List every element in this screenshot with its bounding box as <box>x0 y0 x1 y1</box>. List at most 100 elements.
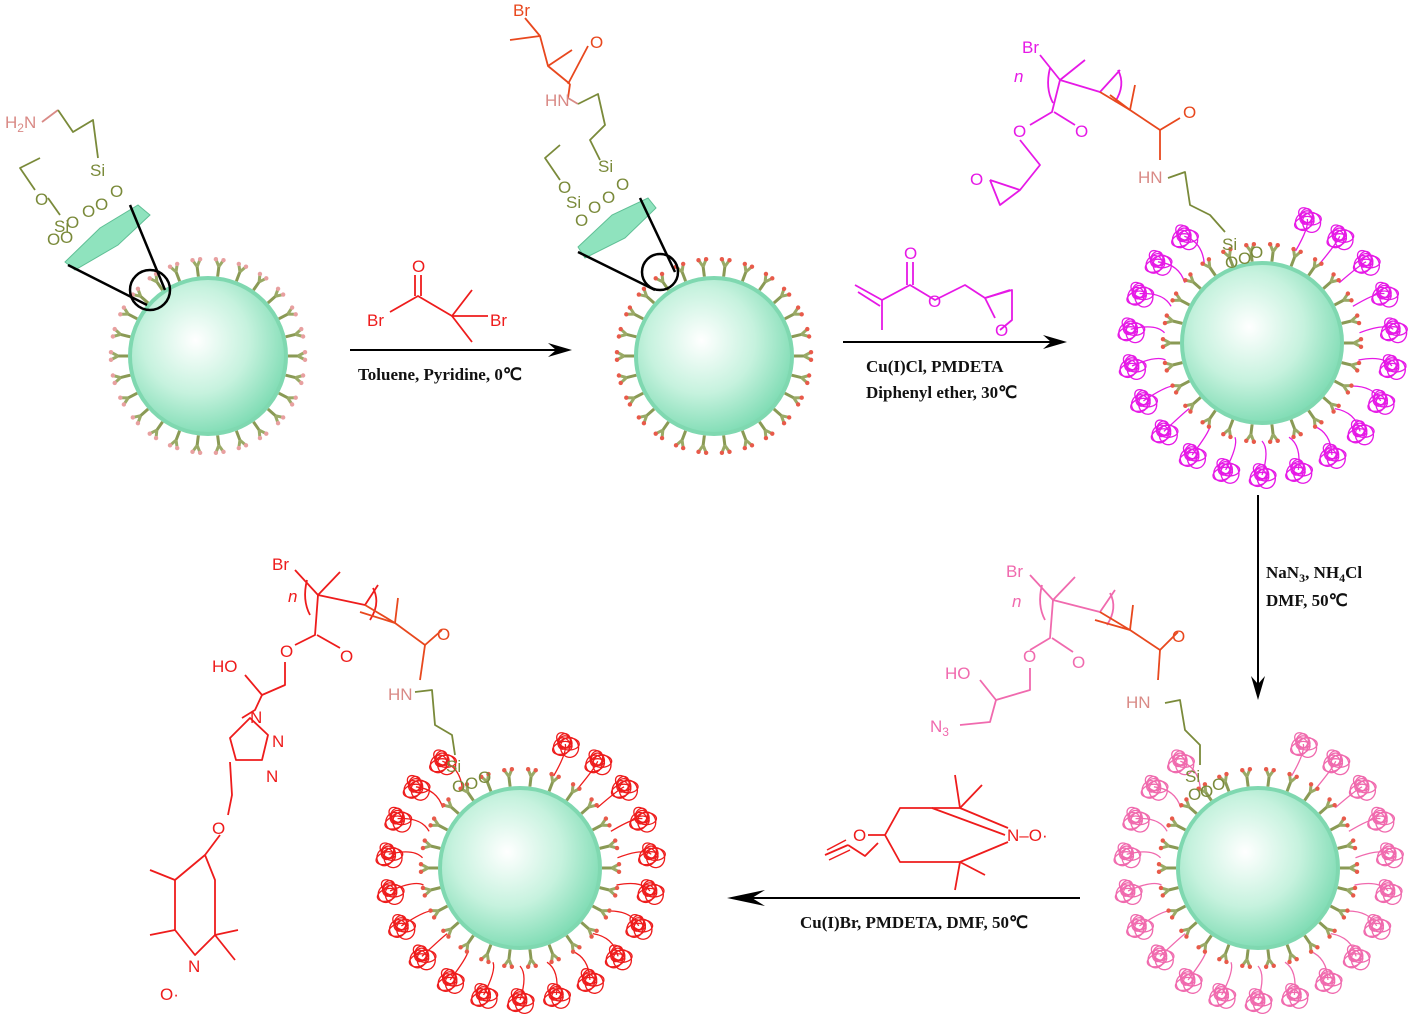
coil-loop <box>1322 443 1340 460</box>
ligand-tip <box>1170 298 1175 303</box>
polymer-coil <box>638 842 666 869</box>
ligand-tip <box>1162 360 1168 366</box>
ligand-tip <box>264 276 269 281</box>
ligand-tip <box>1308 949 1314 954</box>
polymer-tether <box>1354 882 1389 892</box>
ligand-stem <box>1341 361 1352 367</box>
atom-o: O <box>437 625 450 644</box>
ligand-stem <box>278 312 289 321</box>
surface-ligand <box>1162 360 1183 373</box>
atom-o: O <box>66 213 79 232</box>
ligand-tip <box>464 949 470 954</box>
ligand-tip <box>1179 928 1184 933</box>
ligand-tip <box>636 415 642 420</box>
atom-si: Si <box>54 217 69 236</box>
ligand-stem <box>591 904 603 913</box>
ligand-tip <box>280 415 286 420</box>
ligand-tip <box>1336 403 1341 408</box>
coil-loop <box>1208 991 1230 1006</box>
ligand-tip <box>1331 409 1336 414</box>
coil-loop <box>1318 451 1340 466</box>
ligand-tip <box>1240 963 1245 969</box>
ligand-tip <box>1351 893 1356 898</box>
coil-loop <box>1346 428 1368 443</box>
atom-n: N <box>266 767 278 786</box>
particle-pgma <box>1117 207 1408 489</box>
polymer-tether <box>577 761 599 790</box>
polymer-coil <box>1374 879 1403 905</box>
ligand-tip <box>795 402 801 407</box>
polymer-coil <box>1126 914 1155 940</box>
ligand-tip <box>589 797 594 802</box>
coil-loop <box>1318 968 1336 985</box>
surface-ligand <box>1244 424 1257 444</box>
polymer-coil <box>1289 732 1318 759</box>
coil-loop <box>1121 317 1139 334</box>
ligand-tip <box>799 312 804 317</box>
coil-loop <box>1352 258 1374 273</box>
ligand-tip <box>135 286 141 291</box>
polymer-coil <box>1212 457 1241 484</box>
coil-loop <box>640 879 658 896</box>
surface-ligand <box>1196 934 1213 954</box>
coil-loop <box>580 968 598 985</box>
coil-loop <box>380 879 398 896</box>
ligand-tip <box>749 264 755 269</box>
pgma-structure: Br n O O O O HN Si O O O <box>970 38 1263 272</box>
ligand-tip <box>112 326 117 332</box>
ligand-tip <box>781 421 787 426</box>
ligand-tip <box>197 257 203 262</box>
coil-loop <box>1150 944 1168 962</box>
coil-loop <box>392 914 409 931</box>
ligand-tip <box>1294 774 1299 779</box>
ligand-tip <box>1356 360 1362 366</box>
ligand-tip <box>1287 959 1292 965</box>
atom-si: Si <box>1185 767 1200 786</box>
atom-o: O <box>602 188 615 207</box>
ligand-stem <box>680 271 688 282</box>
ligand-stem <box>626 373 637 379</box>
polymer-coil <box>1114 879 1143 905</box>
ligand-tip <box>441 928 446 933</box>
ligand-tip <box>502 963 507 969</box>
coil-loop <box>1130 281 1147 299</box>
ligand-tip <box>719 450 725 455</box>
ligand-tip <box>627 402 633 407</box>
atom-o: O <box>60 228 73 247</box>
ligand-tip <box>1358 344 1364 350</box>
atom-o: O <box>1250 243 1263 262</box>
silica-particle <box>634 276 794 436</box>
atom-o: O <box>340 647 353 666</box>
surface-ligand <box>213 257 226 277</box>
polymer-coil <box>1146 944 1175 971</box>
coil-loop <box>429 758 450 773</box>
ligand-tip <box>1345 291 1351 296</box>
coil-loop <box>1326 749 1344 766</box>
polymer-coil <box>1144 249 1173 276</box>
ligand-stem <box>507 776 512 787</box>
coil-loop <box>1382 354 1400 371</box>
ligand-stem <box>1208 266 1217 277</box>
ligand-tip <box>614 885 620 891</box>
ligand-stem <box>285 333 296 339</box>
polymer-coil <box>1367 806 1396 833</box>
repeat-n: n <box>1014 67 1023 86</box>
surface-ligand <box>1341 360 1362 373</box>
polymer-tether <box>519 965 525 1001</box>
coil-loop <box>584 758 606 773</box>
atom-sub: 3 <box>942 725 949 739</box>
ligand-tip <box>479 957 484 962</box>
polymer-coil <box>1293 207 1322 234</box>
surface-ligand <box>1341 313 1362 326</box>
ligand-stem <box>784 312 795 321</box>
ligand-tip <box>624 395 629 400</box>
ligand-stem <box>466 791 475 802</box>
atom-si: Si <box>566 193 581 212</box>
svg-text:N3: N3 <box>930 717 949 739</box>
ligand-stem <box>1270 424 1275 435</box>
polymer-coil <box>1380 317 1408 344</box>
surface-ligand <box>772 407 792 426</box>
coil-loop <box>1348 783 1370 798</box>
polymer-coil <box>1281 982 1310 1009</box>
surface-ligand <box>108 349 128 363</box>
